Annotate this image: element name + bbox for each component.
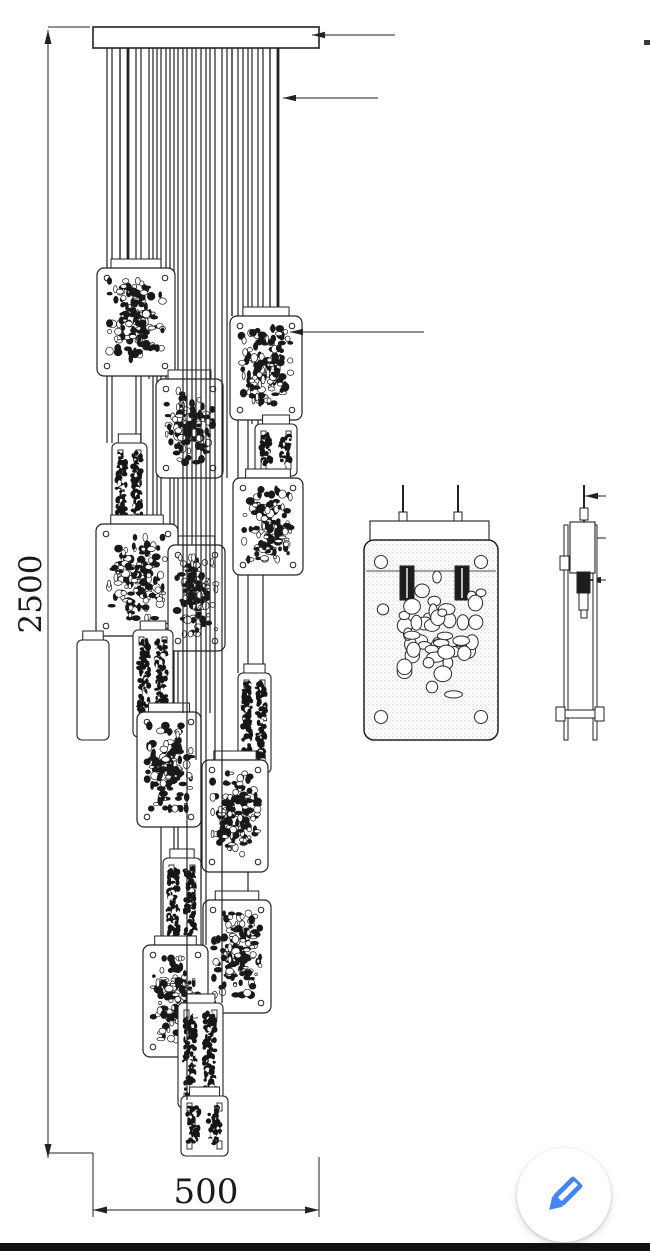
height-dimension-label: 2500 bbox=[13, 554, 49, 634]
edit-button[interactable] bbox=[517, 1148, 611, 1242]
pencil-icon bbox=[541, 1172, 587, 1218]
right-edge-tick bbox=[644, 40, 650, 45]
bottom-edge-bar bbox=[0, 1243, 650, 1251]
width-dimension-label: 500 bbox=[173, 1172, 239, 1212]
